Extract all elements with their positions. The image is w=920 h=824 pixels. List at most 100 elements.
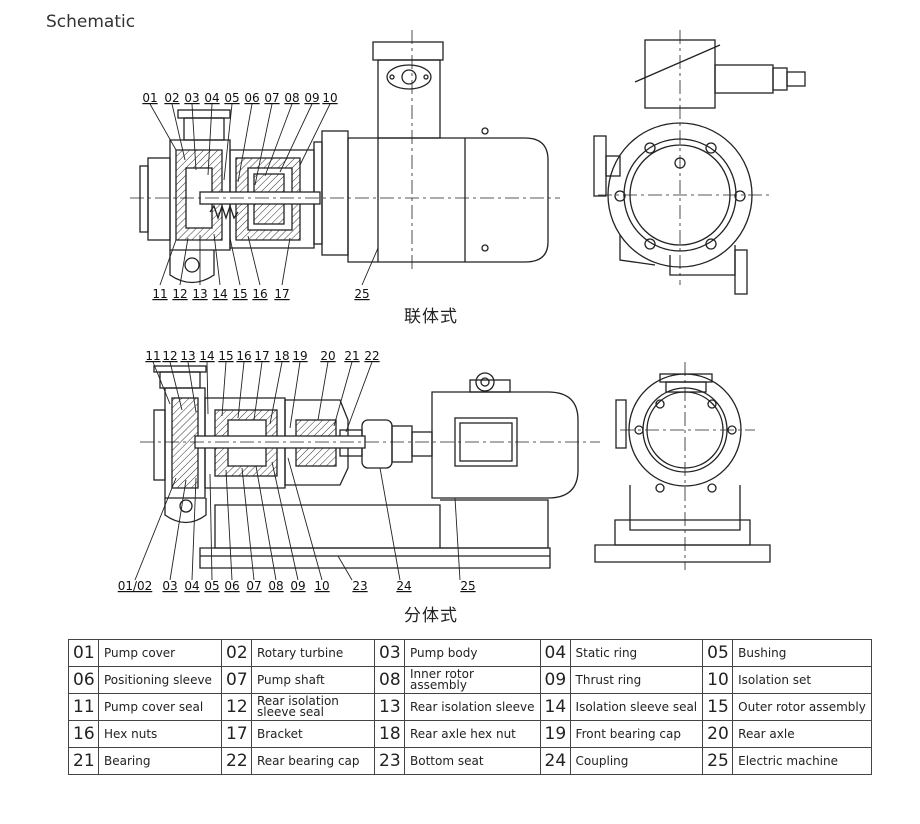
part-name: Outer rotor assembly — [732, 693, 872, 721]
part-number: 13 — [374, 693, 405, 721]
part-name: Static ring — [569, 639, 704, 667]
top-upper-callout: 02 — [164, 91, 179, 105]
part-number: 25 — [702, 747, 734, 775]
part-name: Thrust ring — [569, 666, 704, 694]
top-upper-callout: 09 — [304, 91, 319, 105]
top-lower-callout: 15 — [232, 287, 247, 301]
part-name: Pump cover — [98, 639, 222, 667]
top-lower-callout: 11 — [152, 287, 167, 301]
page-title: Schematic — [46, 12, 136, 32]
top-upper-callout: 06 — [244, 91, 259, 105]
part-number: 21 — [68, 747, 99, 775]
part-number: 04 — [539, 639, 571, 667]
part-number: 16 — [68, 720, 99, 748]
part-number: 17 — [221, 720, 252, 748]
top-upper-callout: 08 — [284, 91, 299, 105]
part-name: Coupling — [569, 747, 704, 775]
part-name: Isolation set — [732, 666, 872, 694]
separate-caption: 分体式 — [404, 606, 458, 626]
top-lower-callout: 12 — [172, 287, 187, 301]
bottom-lower-callout: 09 — [290, 579, 305, 593]
bottom-upper-callout: 17 — [254, 349, 269, 363]
top-upper-callout: 04 — [204, 91, 219, 105]
part-number: 07 — [221, 666, 252, 694]
part-name: Bushing — [732, 639, 872, 667]
part-number: 03 — [374, 639, 405, 667]
part-name: Rear isolation sleeve — [404, 693, 541, 721]
bottom-upper-callout: 13 — [180, 349, 195, 363]
part-number: 05 — [702, 639, 734, 667]
part-name: Front bearing cap — [569, 720, 704, 748]
part-number: 23 — [374, 747, 405, 775]
bottom-upper-callout: 11 — [145, 349, 160, 363]
bottom-lower-callout: 04 — [184, 579, 199, 593]
part-name: Pump body — [404, 639, 541, 667]
part-name: Positioning sleeve — [98, 666, 222, 694]
top-lower-callout: 17 — [274, 287, 289, 301]
bottom-lower-callout: 05 — [204, 579, 219, 593]
part-number: 09 — [539, 666, 571, 694]
part-number: 08 — [374, 666, 405, 694]
bottom-lower-callout: 01/02 — [118, 579, 153, 593]
bottom-lower-callout: 23 — [352, 579, 367, 593]
part-name: Bearing — [98, 747, 222, 775]
part-name: Bracket — [251, 720, 375, 748]
part-number: 10 — [702, 666, 734, 694]
bottom-upper-callout: 19 — [292, 349, 307, 363]
top-upper-callout: 07 — [264, 91, 279, 105]
part-name: Electric machine — [732, 747, 872, 775]
top-upper-callout: 10 — [322, 91, 337, 105]
bottom-lower-callout: 08 — [268, 579, 283, 593]
bottom-upper-callout: 12 — [162, 349, 177, 363]
schematic-drawing: 0102030405060708091011121314151617251112… — [118, 30, 806, 593]
part-name: Pump cover seal — [98, 693, 222, 721]
bottom-upper-callout: 18 — [274, 349, 289, 363]
top-lower-callout: 16 — [252, 287, 267, 301]
part-name: Bottom seat — [404, 747, 541, 775]
part-number: 06 — [68, 666, 99, 694]
part-name: Isolation sleeve seal — [569, 693, 704, 721]
top-lower-callout: 13 — [192, 287, 207, 301]
part-number: 22 — [221, 747, 252, 775]
part-number: 18 — [374, 720, 405, 748]
bottom-upper-callout: 20 — [320, 349, 335, 363]
part-name: Rear axle hex nut — [404, 720, 541, 748]
bottom-lower-callout: 06 — [224, 579, 239, 593]
part-number: 15 — [702, 693, 734, 721]
part-name: Hex nuts — [98, 720, 222, 748]
close-coupled-caption: 联体式 — [404, 307, 458, 327]
bottom-lower-callout: 10 — [314, 579, 329, 593]
bottom-upper-callout: 14 — [199, 349, 214, 363]
part-name: Rear bearing cap — [251, 747, 375, 775]
part-name: Rear axle — [732, 720, 872, 748]
separate-end-view — [594, 362, 771, 570]
part-number: 01 — [68, 639, 99, 667]
part-number: 24 — [539, 747, 571, 775]
part-number: 11 — [68, 693, 99, 721]
top-upper-callout: 03 — [184, 91, 199, 105]
close-coupled-end-view — [593, 30, 806, 295]
part-number: 02 — [221, 639, 252, 667]
bottom-upper-callout: 16 — [236, 349, 251, 363]
bottom-lower-callout: 25 — [460, 579, 475, 593]
bottom-upper-callout: 15 — [218, 349, 233, 363]
part-number: 12 — [221, 693, 252, 721]
part-name: Inner rotor assembly — [404, 666, 541, 694]
top-upper-callout: 01 — [142, 91, 157, 105]
close-coupled-side-view — [130, 30, 560, 284]
top-upper-callout: 05 — [224, 91, 239, 105]
separate-side-view — [140, 365, 600, 569]
bottom-lower-callout: 03 — [162, 579, 177, 593]
bottom-lower-callout: 07 — [246, 579, 261, 593]
part-name: Rotary turbine — [251, 639, 375, 667]
bottom-upper-callout: 22 — [364, 349, 379, 363]
part-name: Rear isolation sleeve seal — [251, 693, 375, 721]
top-motor-callout: 25 — [354, 287, 369, 301]
bottom-lower-callout: 24 — [396, 579, 411, 593]
